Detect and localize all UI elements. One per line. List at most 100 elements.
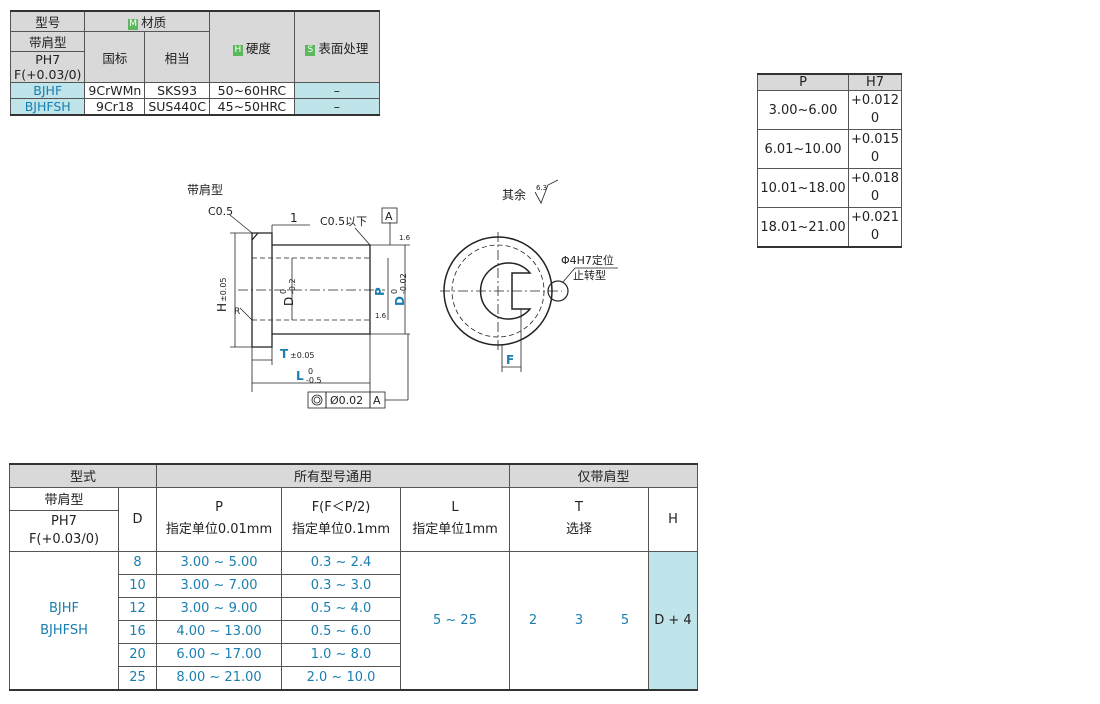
svg-text:Ø0.02: Ø0.02 xyxy=(330,394,363,407)
svg-text:±0.05: ±0.05 xyxy=(290,351,315,360)
l-dimension: L 0 -0.5 xyxy=(296,367,322,385)
svg-text:6.3: 6.3 xyxy=(536,184,547,192)
svg-text:±0.05: ±0.05 xyxy=(219,277,228,302)
header-flange: 带肩型 xyxy=(9,31,86,52)
spec-row-d: 12 xyxy=(118,596,157,621)
svg-text:0: 0 xyxy=(308,367,313,376)
dim-one-label: 1 xyxy=(290,211,298,225)
svg-text:P: P xyxy=(373,287,387,296)
dd-dimension: D 0 -0.02 xyxy=(390,273,408,306)
rest-roughness: 其余 6.3 xyxy=(502,179,559,204)
spec-row-d: 16 xyxy=(118,619,157,644)
material-row-surface: – xyxy=(293,82,380,99)
chamfer-below-label: C0.5以下 xyxy=(320,215,367,228)
material-row-hardness: 45~50HRC xyxy=(208,98,295,116)
svg-text:L: L xyxy=(296,369,304,383)
svg-text:T: T xyxy=(280,347,289,361)
spec-header-all: 所有型号通用 xyxy=(156,463,510,488)
header-model: 型号 xyxy=(9,10,86,32)
tol-row-p: 6.01~10.00 xyxy=(757,129,849,169)
svg-text:-0.02: -0.02 xyxy=(399,273,408,294)
spec-header-flange-only: 仅带肩型 xyxy=(509,463,698,488)
spec-h-value: D + 4 xyxy=(648,550,698,690)
d-dimension: D 0 -0.2 xyxy=(279,278,297,306)
datum-a-box: A xyxy=(385,210,393,223)
header-eq: 相当 xyxy=(144,31,210,83)
technical-drawing: 带肩型 C0.5 1 C0.5以下 A 1.6 1.6 H ±0.05 R D … xyxy=(187,179,618,409)
spec-row-f: 0.3 ~ 2.4 xyxy=(281,550,401,575)
spec-row-p: 4.00 ~ 13.00 xyxy=(156,619,282,644)
tol-header-p: P xyxy=(757,73,849,91)
header-ph7: PH7 xyxy=(9,51,86,67)
spec-row-p: 3.00 ~ 7.00 xyxy=(156,573,282,598)
p-dimension: P xyxy=(373,287,387,296)
spec-header-flange: 带肩型 xyxy=(9,486,119,511)
tol-row-p: 18.01~21.00 xyxy=(757,207,849,248)
roughness-bore: 1.6 xyxy=(375,312,387,320)
svg-text:其余: 其余 xyxy=(502,187,526,202)
surface-badge: S xyxy=(305,44,316,56)
pin-label-2: 止转型 xyxy=(573,268,606,282)
svg-text:H: H xyxy=(215,303,229,312)
spec-row-p: 6.00 ~ 17.00 xyxy=(156,642,282,667)
material-row-gb: 9CrWMn xyxy=(84,82,146,99)
spec-header-d: D xyxy=(118,486,157,552)
radius-label: R xyxy=(234,307,240,317)
spec-row-f: 0.5 ~ 6.0 xyxy=(281,619,401,644)
tol-row-p: 10.01~18.00 xyxy=(757,168,849,208)
svg-text:-0.5: -0.5 xyxy=(306,376,322,385)
svg-text:A: A xyxy=(373,394,381,407)
spec-header-ff: F(F＜P/2)指定单位0.1mm xyxy=(281,486,401,552)
material-row-surface: – xyxy=(293,98,380,116)
material-row-model: BJHF xyxy=(9,82,86,99)
chamfer-label: C0.5 xyxy=(208,205,233,218)
svg-text:0: 0 xyxy=(279,289,288,294)
svg-text:D: D xyxy=(393,296,407,306)
hardness-badge: H xyxy=(232,44,243,56)
tol-header-h7: H7 xyxy=(848,73,902,91)
spec-header-type: 型式 xyxy=(9,463,157,488)
spec-row-f: 2.0 ~ 10.0 xyxy=(281,665,401,690)
spec-row-f: 1.0 ~ 8.0 xyxy=(281,642,401,667)
spec-row-p: 8.00 ~ 21.00 xyxy=(156,665,282,690)
roughness-top: 1.6 xyxy=(399,234,411,242)
drawing-title: 带肩型 xyxy=(187,182,223,197)
concentricity-frame: Ø0.02 A xyxy=(307,391,386,409)
spec-row-f: 0.5 ~ 4.0 xyxy=(281,596,401,621)
bushing-front-view xyxy=(440,232,618,372)
material-row-hardness: 50~60HRC xyxy=(208,82,295,99)
material-row-model: BJHFSH xyxy=(9,98,86,116)
material-badge: M xyxy=(128,19,139,30)
spec-row-d: 25 xyxy=(118,665,157,690)
tol-row-p: 3.00~6.00 xyxy=(757,90,849,130)
h-dimension: H ±0.05 xyxy=(215,277,229,312)
spec-row-d: 20 xyxy=(118,642,157,667)
header-gb: 国标 xyxy=(84,31,146,83)
material-row-eq: SKS93 xyxy=(144,82,210,99)
pin-label: Φ4H7定位 xyxy=(561,253,614,267)
spec-row-f: 0.3 ~ 3.0 xyxy=(281,573,401,598)
spec-row-p: 3.00 ~ 9.00 xyxy=(156,596,282,621)
spec-header-h: H xyxy=(648,486,698,552)
spec-row-d: 10 xyxy=(118,573,157,598)
svg-text:D: D xyxy=(282,297,296,306)
t-dimension: T ±0.05 xyxy=(280,347,315,361)
f-label: F xyxy=(506,353,514,367)
spec-row-d: 8 xyxy=(118,550,157,575)
spec-row-p: 3.00 ~ 5.00 xyxy=(156,550,282,575)
